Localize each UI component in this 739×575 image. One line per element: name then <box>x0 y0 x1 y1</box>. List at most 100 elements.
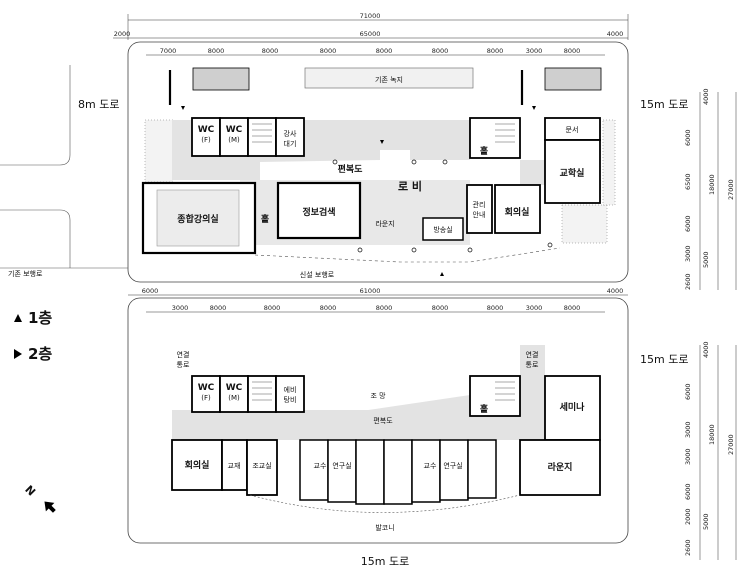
road-edge <box>0 65 71 166</box>
svg-text:교수: 교수 <box>424 462 437 470</box>
road-15m-2: 15m 도로 <box>640 353 688 366</box>
existing-green <box>304 67 474 89</box>
svg-text:연결: 연결 <box>526 350 539 359</box>
bay-dim: 8000 <box>376 47 393 55</box>
svg-text:8000: 8000 <box>264 304 281 312</box>
seminar-label: 세미나 <box>560 401 586 413</box>
right-dims-1f: 4000 6000 6500 6000 3000 5000 2600 18000… <box>684 88 737 290</box>
svg-text:통로: 통로 <box>177 361 190 369</box>
svg-text:5000: 5000 <box>702 251 710 268</box>
svg-text:8000: 8000 <box>320 304 337 312</box>
svg-text:(F): (F) <box>201 394 211 402</box>
link-label: 연결 <box>177 350 190 359</box>
svg-text:N: N <box>22 483 38 499</box>
new-sidewalk-label: 신설 보행로 <box>300 270 335 279</box>
svg-text:4000: 4000 <box>607 287 624 295</box>
road-edge <box>0 209 71 268</box>
svg-text:교수: 교수 <box>314 462 327 470</box>
grey-block <box>192 67 250 91</box>
hall-label: 홀 <box>261 213 269 225</box>
meeting-2f-label: 회의실 <box>185 459 210 471</box>
svg-text:6000: 6000 <box>684 483 692 500</box>
floor2-rooms: 연결 통로 연결 통로 WC (F) WC (M) 에비 탕비 조 망 편복도 … <box>171 350 601 532</box>
dim-right: 4000 <box>607 30 624 38</box>
existing-green-label: 기존 녹지 <box>375 75 403 84</box>
svg-text:WC: WC <box>198 383 215 393</box>
top-dimension-lines: 71000 2000 65000 4000 7000 8000 8000 800… <box>113 12 629 56</box>
svg-text:3000: 3000 <box>172 304 189 312</box>
site-boundary-2f <box>127 297 629 544</box>
svg-text:안내: 안내 <box>473 210 486 219</box>
broadcast-label: 방송실 <box>433 225 452 234</box>
dim-left: 2000 <box>114 30 131 38</box>
svg-text:8000: 8000 <box>432 304 449 312</box>
lecturer-wait-label: 강사 <box>284 129 297 138</box>
svg-text:(M): (M) <box>228 136 240 144</box>
svg-text:6500: 6500 <box>684 173 692 190</box>
teaching-label: 교학실 <box>560 167 585 179</box>
svg-text:2600: 2600 <box>684 539 692 556</box>
bay-dim: 8000 <box>487 47 504 55</box>
info-search-label: 정보검색 <box>302 206 335 218</box>
mgmt-label: 관리 <box>473 200 486 209</box>
triangle-up-icon <box>14 314 22 322</box>
grey-block <box>544 67 602 91</box>
svg-text:(M): (M) <box>228 394 240 402</box>
lounge-label: 라운지 <box>375 219 394 228</box>
svg-text:2000: 2000 <box>684 508 692 525</box>
svg-text:8000: 8000 <box>376 304 393 312</box>
svg-text:3000: 3000 <box>684 421 692 438</box>
svg-text:18000: 18000 <box>708 424 716 445</box>
svg-text:4000: 4000 <box>702 341 710 358</box>
wc-f-label: WC <box>198 125 215 135</box>
meeting-label: 회의실 <box>505 206 530 218</box>
landscape <box>144 119 174 183</box>
svg-text:탕비: 탕비 <box>284 395 297 404</box>
svg-text:2600: 2600 <box>684 273 692 290</box>
bay-dim: 8000 <box>564 47 581 55</box>
right-dims-2f: 4000 6000 3000 3000 6000 5000 2000 2600 … <box>684 341 737 560</box>
road-15m-1: 15m 도로 <box>640 98 688 111</box>
svg-text:통로: 통로 <box>526 361 539 369</box>
auditorium-label: 종합강의실 <box>177 213 218 225</box>
svg-text:6000: 6000 <box>142 287 159 295</box>
svg-text:61000: 61000 <box>360 287 381 295</box>
svg-text:3000: 3000 <box>684 448 692 465</box>
lobby-label: 로 비 <box>398 179 422 193</box>
svg-text:대기: 대기 <box>284 139 297 148</box>
landscape <box>561 204 608 244</box>
svg-text:(F): (F) <box>201 136 211 144</box>
bay-dim: 8000 <box>320 47 337 55</box>
dim-mid: 65000 <box>360 30 381 38</box>
landscape <box>602 119 616 206</box>
legend-floor2: 2층 <box>28 345 52 363</box>
corridor-2f-label: 편복도 <box>373 416 393 425</box>
svg-text:5000: 5000 <box>702 513 710 530</box>
svg-text:8000: 8000 <box>564 304 581 312</box>
svg-text:에비: 에비 <box>284 385 297 394</box>
svg-text:6000: 6000 <box>684 129 692 146</box>
svg-text:3000: 3000 <box>526 304 543 312</box>
svg-text:홀: 홀 <box>480 403 488 415</box>
svg-text:4000: 4000 <box>702 88 710 105</box>
corridor-label: 편복도 <box>338 163 364 175</box>
svg-text:8000: 8000 <box>487 304 504 312</box>
bay-dim: 8000 <box>208 47 225 55</box>
north-arrow-icon: N <box>22 483 56 513</box>
road-15m-bottom: 15m 도로 <box>361 555 409 568</box>
bay-dim: 7000 <box>160 47 177 55</box>
svg-text:18000: 18000 <box>708 174 716 195</box>
balcony-label: 발코니 <box>375 523 394 532</box>
svg-text:연구실: 연구실 <box>443 461 462 470</box>
svg-text:27000: 27000 <box>727 434 735 455</box>
lounge-2f-label: 라운지 <box>548 461 573 473</box>
view-label: 조 망 <box>370 391 386 400</box>
existing-sidewalk-label: 기존 보행로 <box>8 269 43 278</box>
road-8m-label: 8m 도로 <box>78 98 119 111</box>
svg-text:조교실: 조교실 <box>252 461 271 470</box>
dim-total: 71000 <box>360 12 381 20</box>
svg-text:6000: 6000 <box>684 215 692 232</box>
triangle-right-icon <box>14 349 22 359</box>
legend-floor1: 1층 <box>28 309 52 327</box>
